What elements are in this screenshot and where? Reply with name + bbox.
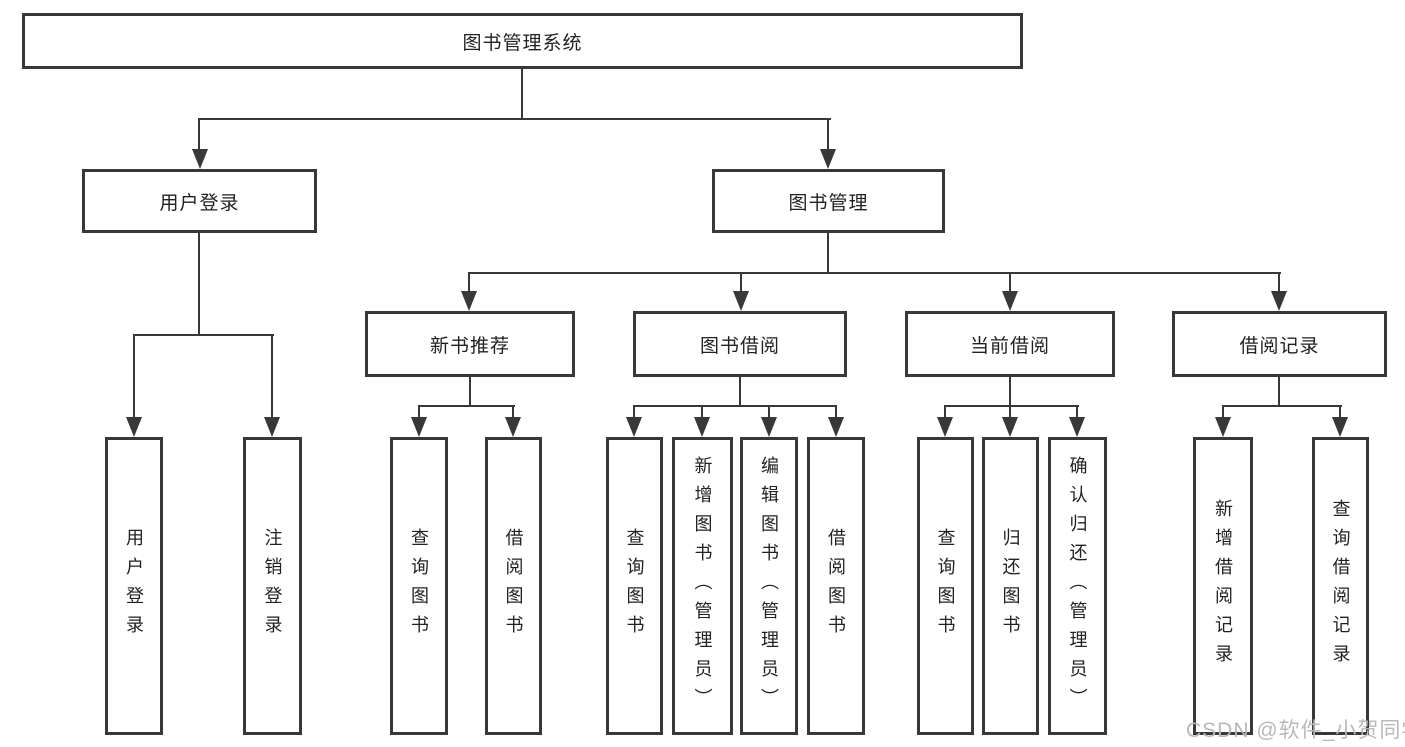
node-book-management: 图书管理	[712, 169, 945, 233]
arrow-down-icon	[461, 291, 477, 311]
connector-line	[944, 405, 946, 420]
connector-line	[1076, 405, 1078, 420]
arrow-down-icon	[626, 417, 642, 437]
node-label: 用户登录	[124, 528, 144, 644]
node-book-borrowing: 图书借阅	[633, 311, 847, 377]
node-leaf-logout: 注销登录	[243, 437, 302, 735]
node-label: 注销登录	[262, 528, 283, 644]
connector-line	[835, 405, 837, 420]
connector-line	[271, 334, 273, 419]
node-label: 查询图书	[935, 528, 956, 644]
node-label: 查询图书	[409, 528, 429, 644]
connector-line	[198, 231, 200, 336]
connector-line	[418, 405, 420, 420]
connector-line	[468, 272, 470, 293]
connector-line	[633, 405, 837, 407]
connector-line	[1222, 405, 1342, 407]
node-label: 归还图书	[1000, 528, 1021, 644]
connector-line	[768, 405, 770, 420]
node-label: 图书管理系统	[462, 32, 583, 54]
connector-line	[827, 231, 829, 273]
connector-line	[133, 334, 274, 336]
connector-line	[521, 66, 523, 120]
node-leaf-user-login: 用户登录	[105, 437, 163, 735]
arrow-down-icon	[820, 149, 836, 169]
node-label: 查询借阅记录	[1330, 499, 1351, 673]
connector-line	[1009, 405, 1011, 420]
arrow-down-icon	[1002, 417, 1018, 437]
node-label: 确认归还（管理员）	[1067, 455, 1088, 717]
node-leaf-borrow-book-recommend: 借阅图书	[485, 437, 542, 735]
node-label: 新增图书（管理员）	[692, 455, 713, 717]
csdn-watermark: CSDN @软件_小贺同学	[1186, 719, 1405, 742]
node-leaf-return-book: 归还图书	[982, 437, 1039, 735]
connector-line	[1278, 272, 1280, 293]
node-leaf-edit-book-admin: 编辑图书（管理员）	[740, 437, 798, 735]
node-leaf-borrow-book: 借阅图书	[807, 437, 865, 735]
node-leaf-add-book-admin: 新增图书（管理员）	[672, 437, 733, 735]
node-leaf-query-book-current: 查询图书	[917, 437, 974, 735]
arrow-down-icon	[264, 417, 280, 437]
connector-line	[740, 272, 742, 293]
arrow-down-icon	[1069, 417, 1085, 437]
node-leaf-add-borrow-record: 新增借阅记录	[1193, 437, 1253, 735]
node-label: 用户登录	[159, 192, 240, 214]
node-current-borrowing: 当前借阅	[905, 311, 1115, 377]
node-new-book-recommend: 新书推荐	[365, 311, 575, 377]
connector-line	[469, 272, 1281, 274]
arrow-down-icon	[828, 417, 844, 437]
connector-line	[633, 405, 635, 420]
connector-line	[512, 405, 514, 420]
connector-line	[133, 334, 135, 419]
connector-line	[1339, 405, 1341, 420]
node-label: 新书推荐	[429, 335, 510, 357]
node-leaf-query-borrow-record: 查询借阅记录	[1312, 437, 1369, 735]
node-leaf-confirm-return-admin: 确认归还（管理员）	[1048, 437, 1107, 735]
connector-line	[944, 405, 1079, 407]
node-user-login: 用户登录	[82, 169, 317, 233]
connector-line	[1009, 272, 1011, 293]
arrow-down-icon	[411, 417, 427, 437]
node-label: 当前借阅	[969, 335, 1050, 357]
arrow-down-icon	[1215, 417, 1231, 437]
connector-line	[198, 118, 200, 152]
arrow-down-icon	[1002, 291, 1018, 311]
arrow-down-icon	[1271, 291, 1287, 311]
node-label: 借阅图书	[826, 528, 846, 644]
connector-line	[469, 375, 471, 406]
node-label: 图书管理	[788, 192, 869, 214]
arrow-down-icon	[761, 417, 777, 437]
arrow-down-icon	[126, 417, 142, 437]
node-label: 借阅记录	[1239, 335, 1320, 357]
node-root-library-system: 图书管理系统	[22, 13, 1023, 69]
node-label: 查询图书	[624, 528, 645, 644]
arrow-down-icon	[694, 417, 710, 437]
connector-line	[418, 405, 515, 407]
connector-line	[1009, 375, 1011, 406]
node-label: 新增借阅记录	[1213, 499, 1233, 673]
node-borrow-records: 借阅记录	[1172, 311, 1387, 377]
connector-line	[827, 118, 829, 152]
arrow-down-icon	[192, 149, 208, 169]
node-label: 借阅图书	[503, 528, 524, 644]
connector-line	[739, 375, 741, 406]
connector-line	[701, 405, 703, 420]
arrow-down-icon	[937, 417, 953, 437]
connector-line	[1278, 375, 1280, 406]
connector-line	[1222, 405, 1224, 420]
node-leaf-query-book-borrowing: 查询图书	[606, 437, 663, 735]
connector-line	[198, 118, 831, 120]
arrow-down-icon	[733, 291, 749, 311]
arrow-down-icon	[505, 417, 521, 437]
node-label: 编辑图书（管理员）	[759, 455, 779, 717]
arrow-down-icon	[1332, 417, 1348, 437]
node-leaf-query-book-recommend: 查询图书	[390, 437, 448, 735]
node-label: 图书借阅	[699, 335, 780, 357]
